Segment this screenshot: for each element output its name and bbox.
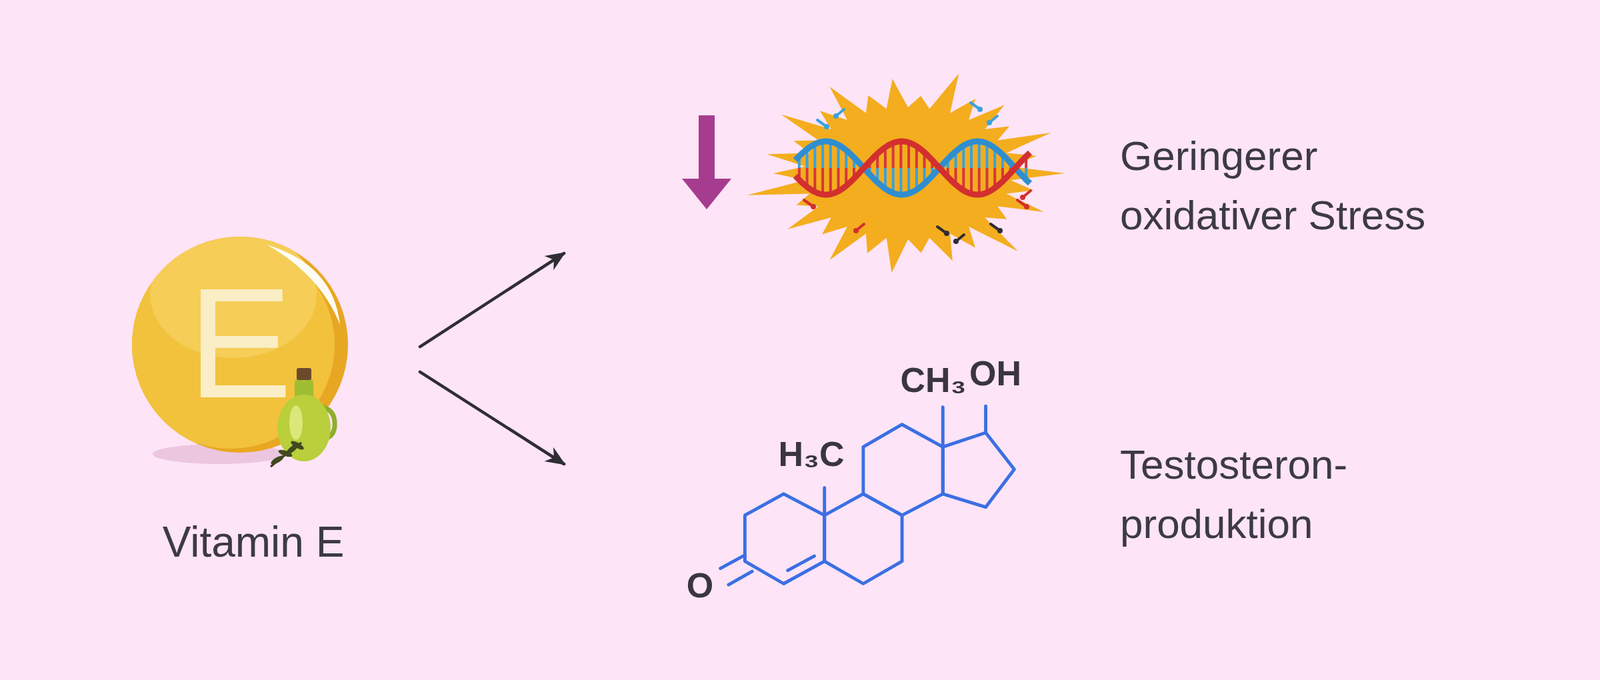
capsule-letter: E (126, 236, 354, 450)
dna-rung (821, 141, 824, 168)
molecule-label: CH₃ (900, 360, 966, 400)
vitamin-capsule: E Vitamin E (126, 220, 420, 580)
molecule-ring (863, 424, 943, 516)
dna-strand (795, 141, 1030, 195)
molecule-ring (942, 432, 1014, 508)
dna-rung (829, 168, 832, 194)
dna-fragment-end (1024, 204, 1030, 210)
dna-rung (978, 168, 981, 195)
node-caption: Vitamin E (126, 514, 380, 570)
dna-strand (795, 141, 1030, 195)
effect-label: Testosteron- produktion (1120, 434, 1414, 554)
molecule-label: O (686, 565, 714, 606)
molecule-bond (984, 406, 988, 433)
molecule-bond (941, 407, 945, 448)
dna-rung (892, 142, 895, 168)
olive-leaf (289, 439, 305, 452)
effect-label: Geringerer oxidativer Stress (1120, 126, 1480, 245)
dna-rung (907, 168, 910, 194)
dna-fragment-end (853, 228, 859, 234)
dna-fragment-end (944, 230, 950, 236)
connector-arrow (420, 372, 564, 464)
dna-fragment-end (977, 106, 983, 112)
illustration (564, 346, 1511, 640)
molecule-bond (788, 556, 815, 570)
testosterone-group: Testosteron- produktion (564, 346, 1511, 640)
decrease-arrow (698, 115, 715, 182)
connector-arrow (420, 253, 564, 347)
dna-rung (829, 142, 832, 168)
oxidative-stress-group: Geringerer oxidativer Stress (564, 60, 1511, 327)
decrease-arrow-head (682, 178, 732, 210)
starburst (747, 73, 1065, 273)
dna-rung (821, 168, 824, 195)
molecule-label: OH (969, 353, 1022, 394)
molecule-ring (744, 494, 824, 584)
dna-fragment-end (1020, 194, 1026, 200)
dna-fragment-end (997, 228, 1003, 234)
molecule-bond (822, 488, 826, 516)
dna-rung (907, 142, 910, 168)
dna-fragment-end (824, 124, 830, 130)
molecule-bond (720, 555, 746, 569)
dna-fragment-end (810, 204, 816, 210)
dna-rung (892, 168, 895, 194)
dna-fragment-end (833, 113, 839, 119)
dna-rung (899, 168, 902, 195)
molecule-bond (728, 571, 752, 585)
dna-rung (899, 141, 902, 168)
bottle-cork (296, 368, 312, 380)
dna-fragment-end (953, 238, 959, 244)
olive-leaf (269, 454, 285, 466)
dna-rung (978, 141, 981, 168)
molecule-label: H₃C (778, 434, 844, 474)
dna-rung (970, 142, 973, 168)
dna-rung (970, 168, 973, 194)
dna-fragment-end (986, 120, 992, 126)
